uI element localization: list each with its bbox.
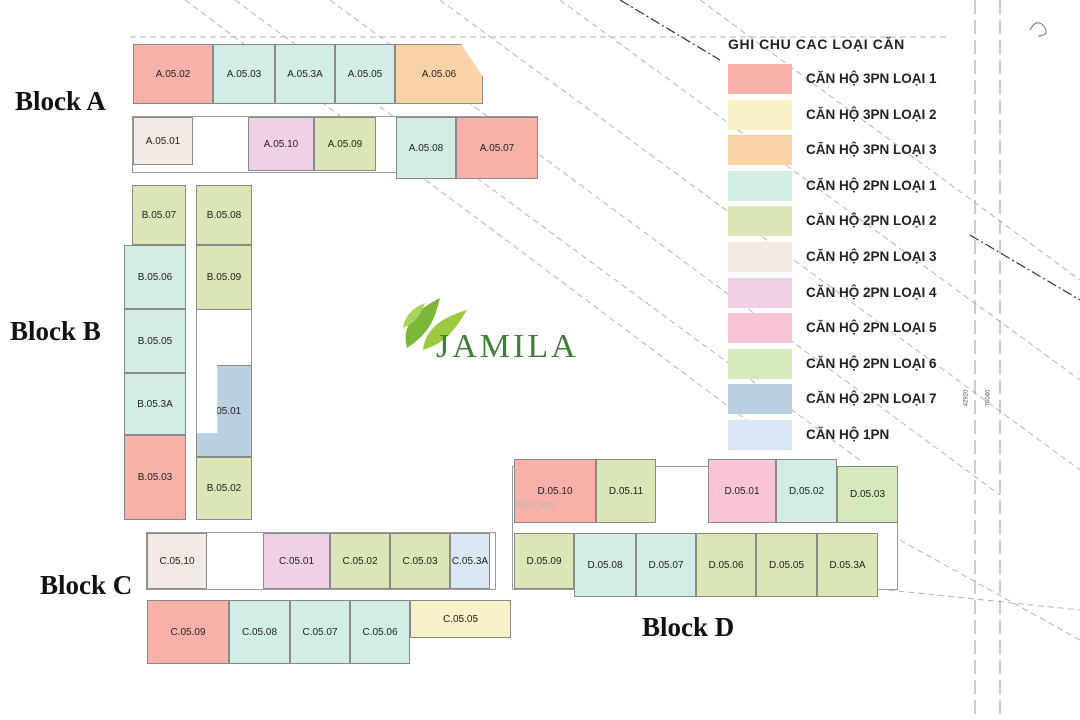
- unit-A.05.09[interactable]: A.05.09: [314, 117, 376, 171]
- unit-C.05.02[interactable]: C.05.02: [330, 533, 390, 589]
- unit-D.05.06[interactable]: D.05.06: [696, 533, 756, 597]
- legend-item: CĂN HỘ 2PN LOẠI 3: [728, 242, 952, 274]
- legend-item: CĂN HỘ 3PN LOẠI 1: [728, 64, 952, 96]
- unit-D.05.08[interactable]: D.05.08: [574, 533, 636, 597]
- unit-D.05.02[interactable]: D.05.02: [776, 459, 837, 523]
- legend-label: CĂN HỘ 2PN LOẠI 4: [806, 284, 937, 300]
- unit-D.05.3A[interactable]: D.05.3A: [817, 533, 878, 597]
- legend-item: CĂN HỘ 2PN LOẠI 7: [728, 384, 952, 416]
- unit-C.05.08[interactable]: C.05.08: [229, 600, 290, 664]
- unit-C.05.06[interactable]: C.05.06: [350, 600, 410, 664]
- legend-label: CĂN HỘ 3PN LOẠI 3: [806, 142, 937, 158]
- block-b-label: Block B: [10, 316, 101, 346]
- block-c-label: Block C: [40, 570, 133, 600]
- unit-A.05.07[interactable]: A.05.07: [456, 117, 538, 179]
- legend-label: CĂN HỘ 2PN LOẠI 5: [806, 320, 937, 336]
- legend-item: CĂN HỘ 3PN LOẠI 3: [728, 135, 952, 167]
- block-a-label: Block A: [15, 86, 106, 116]
- legend-item: CĂN HỘ 2PN LOẠI 5: [728, 313, 952, 345]
- unit-A.05.3A[interactable]: A.05.3A: [275, 44, 335, 104]
- legend-swatch: [728, 313, 792, 344]
- unit-B.05.3A[interactable]: B.05.3A: [124, 373, 186, 435]
- unit-B.05.08[interactable]: B.05.08: [196, 185, 252, 245]
- unit-D.05.09[interactable]: D.05.09: [514, 533, 574, 589]
- unit-D.05.03[interactable]: D.05.03: [837, 466, 898, 523]
- legend-item: CĂN HỘ 2PN LOẠI 2: [728, 206, 952, 238]
- brand-name: JAMILA: [436, 328, 579, 365]
- unit-C.05.07[interactable]: C.05.07: [290, 600, 350, 664]
- unit-D.05.01[interactable]: D.05.01: [708, 459, 776, 523]
- unit-D.05.10[interactable]: D.05.10: [514, 459, 596, 523]
- unit-B.05.09[interactable]: B.05.09: [196, 245, 252, 310]
- legend-item: CĂN HỘ 2PN LOẠI 4: [728, 277, 952, 310]
- legend-item: CĂN HỘ 3PN LOẠI 2: [728, 99, 952, 132]
- legend-title: GHI CHU CAC LOẠI CĂN: [728, 36, 905, 52]
- unit-C.05.09[interactable]: C.05.09: [147, 600, 229, 664]
- legend-label: CĂN HỘ 3PN LOẠI 2: [806, 106, 937, 122]
- unit-C.05.01[interactable]: C.05.01: [263, 533, 330, 589]
- legend-swatch: [728, 64, 792, 94]
- legend-item: CĂN HỘ 2PN LOẠI 6: [728, 348, 952, 381]
- legend-label: CĂN HỘ 2PN LOẠI 7: [806, 391, 937, 407]
- unit-B.05.03[interactable]: B.05.03: [124, 435, 186, 520]
- legend-swatch: [728, 277, 792, 308]
- legend-swatch: [728, 206, 792, 237]
- unit-C.05.03[interactable]: C.05.03: [390, 533, 450, 589]
- unit-A.05.08[interactable]: A.05.08: [396, 117, 456, 179]
- legend-swatch: [728, 99, 792, 130]
- unit-D.05.11[interactable]: D.05.11: [596, 459, 656, 523]
- legend-label: CĂN HỘ 2PN LOẠI 1: [806, 177, 937, 193]
- unit-C.05.10[interactable]: C.05.10: [147, 533, 207, 589]
- unit-A.05.10[interactable]: A.05.10: [248, 117, 314, 171]
- watermark: BĐS.com: [514, 500, 557, 511]
- unit-D.05.05[interactable]: D.05.05: [756, 533, 817, 597]
- legend-swatch: [728, 170, 792, 201]
- unit-A.05.05[interactable]: A.05.05: [335, 44, 395, 104]
- legend-swatch: [728, 384, 792, 415]
- unit-B.05.05[interactable]: B.05.05: [124, 309, 186, 373]
- block-d-label: Block D: [642, 612, 735, 642]
- legend-item: CĂN HỘ 1PN: [728, 420, 952, 452]
- legend-item: CĂN HỘ 2PN LOẠI 1: [728, 170, 952, 203]
- legend-label: CĂN HỘ 3PN LOẠI 1: [806, 71, 937, 86]
- unit-A.05.01[interactable]: A.05.01: [133, 117, 193, 165]
- unit-B.05.02[interactable]: B.05.02: [196, 457, 252, 520]
- unit-B.05.07[interactable]: B.05.07: [132, 185, 186, 245]
- unit-C.05.05[interactable]: C.05.05: [410, 600, 511, 638]
- unit-D.05.07[interactable]: D.05.07: [636, 533, 696, 597]
- legend-label: CĂN HỘ 2PN LOẠI 2: [806, 213, 937, 229]
- legend-swatch: [728, 420, 792, 450]
- legend-swatch: [728, 348, 792, 379]
- unit-A.05.03[interactable]: A.05.03: [213, 44, 275, 104]
- legend-swatch: [728, 135, 792, 166]
- unit-C.05.3A[interactable]: C.05.3A: [450, 533, 490, 589]
- legend-label: CĂN HỘ 2PN LOẠI 3: [806, 249, 937, 264]
- legend-swatch: [728, 242, 792, 272]
- unit-A.05.02[interactable]: A.05.02: [133, 44, 213, 104]
- dimension-label: 76040: [985, 389, 992, 407]
- dimension-label: 42920: [963, 389, 970, 407]
- unit-B.05.06[interactable]: B.05.06: [124, 245, 186, 309]
- legend-label: CĂN HỘ 2PN LOẠI 6: [806, 355, 937, 371]
- legend-label: CĂN HỘ 1PN: [806, 427, 890, 442]
- jamila-leaf-logo: [403, 298, 467, 350]
